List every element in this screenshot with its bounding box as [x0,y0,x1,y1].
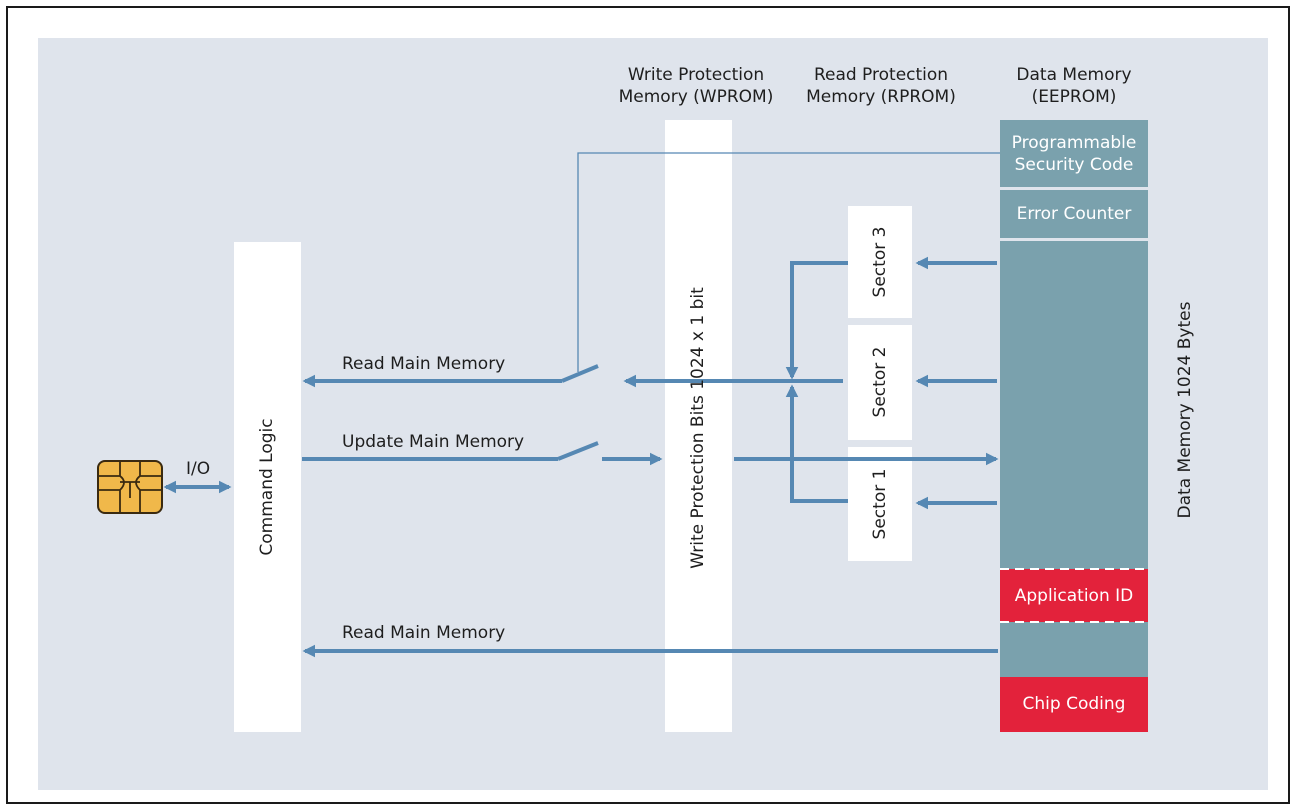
application-id-block [1000,569,1148,622]
data-memory-lower-block [1000,622,1148,677]
smart-card-chip-icon [97,460,163,514]
update-switch [557,441,599,461]
sector-1-block [848,447,912,561]
sector-1-loop-arrow [785,384,848,503]
security-code-label: Programmable Security Code [1011,133,1137,175]
wprom-header: Write Protection Memory (WPROM) [618,65,774,107]
sector-2-block [848,325,912,440]
chip-coding-label: Chip Coding [1022,694,1126,714]
security-code-block [1000,120,1148,187]
sector-3-label: Sector 3 [870,226,890,298]
rprom-header: Read Protection Memory (RPROM) [806,65,956,107]
application-id-label: Application ID [1014,586,1134,606]
sector-3-loop-arrow [785,261,848,380]
wprom-block [665,120,732,732]
update-main-memory-label: Update Main Memory [342,432,525,452]
frame-border [6,6,1290,804]
sector-3-block [848,206,912,318]
security-code-link [577,152,1000,372]
sector-2-label: Sector 2 [870,346,890,418]
sector-1-label: Sector 1 [870,468,890,540]
error-counter-block [1000,190,1148,238]
data-memory-size-label: Data Memory 1024 Bytes [1175,301,1195,519]
eeprom-header: Data Memory (EEPROM) [1016,65,1132,107]
read-switch [561,364,599,383]
read-main-memory-label-top: Read Main Memory [342,354,506,374]
chip-coding-block [1000,677,1148,732]
data-memory-block [1000,241,1148,569]
command-logic-block [234,242,301,732]
read-main-memory-label-bottom: Read Main Memory [342,623,506,643]
command-logic-label: Command Logic [257,418,277,556]
wprom-bits-label: Write Protection Bits 1024 x 1 bit [688,287,708,569]
error-counter-label: Error Counter [1016,204,1132,224]
io-label: I/O [186,459,211,479]
